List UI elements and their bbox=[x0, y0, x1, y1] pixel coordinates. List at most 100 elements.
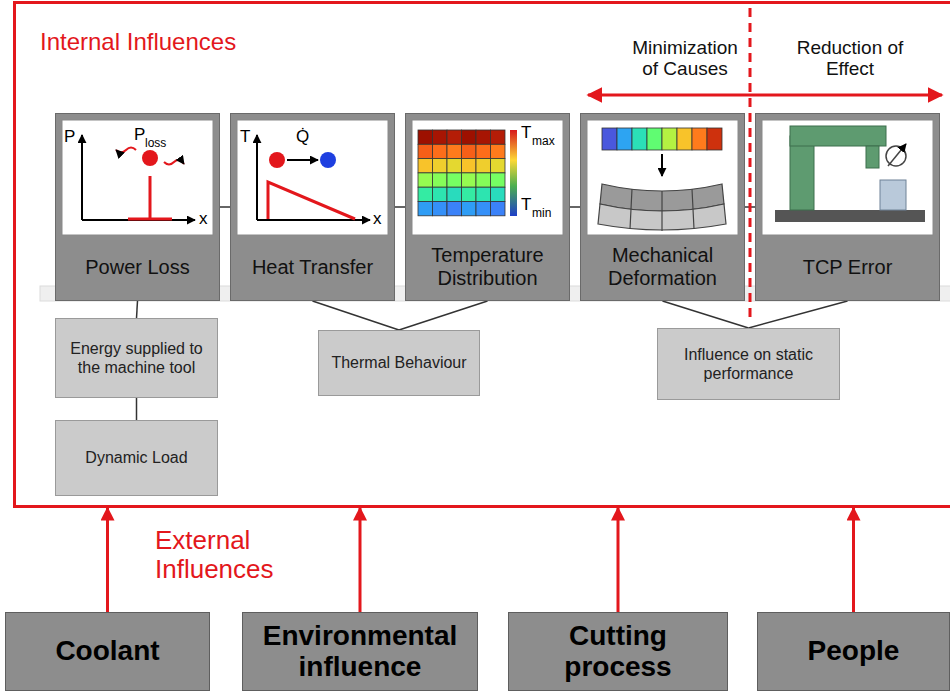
graphic-part bbox=[617, 128, 632, 150]
connector-line bbox=[749, 301, 848, 328]
connector-line bbox=[136, 398, 138, 420]
heat-transfer-icon bbox=[257, 135, 370, 220]
machine-tool-icon bbox=[775, 126, 925, 222]
influence-arrow bbox=[106, 508, 109, 612]
node-label: Coolant bbox=[55, 636, 159, 667]
graphic-part bbox=[647, 128, 662, 150]
axis-symbol: x bbox=[373, 210, 382, 229]
graphic-part bbox=[447, 159, 462, 173]
down-arrow bbox=[661, 154, 663, 176]
graphic-part bbox=[447, 202, 462, 216]
power-loss-icon bbox=[82, 135, 195, 220]
graphic-part bbox=[149, 176, 152, 219]
graphic-part bbox=[418, 187, 433, 201]
graphic-part bbox=[880, 180, 906, 210]
range-arrow bbox=[588, 94, 942, 97]
graphic-part bbox=[433, 144, 448, 158]
graphic-part bbox=[790, 126, 886, 146]
graphic-part bbox=[476, 202, 491, 216]
graphic-part bbox=[491, 187, 506, 201]
connector-line bbox=[137, 301, 138, 318]
graphic-part bbox=[491, 144, 506, 158]
graphic-part bbox=[433, 202, 448, 216]
graphic-part bbox=[462, 130, 477, 144]
graphic-part bbox=[762, 120, 933, 235]
connector-line bbox=[313, 301, 400, 330]
node-label: TCP Error bbox=[803, 256, 893, 279]
graphic-part bbox=[476, 130, 491, 144]
graphic-part bbox=[491, 173, 506, 187]
graphic-part bbox=[775, 210, 925, 222]
graphic-part bbox=[237, 120, 388, 235]
axis-symbol: x bbox=[199, 210, 208, 229]
external-factor-box: Environmental influence bbox=[242, 612, 478, 691]
axis-symbol: max bbox=[532, 135, 555, 148]
deformation-bar bbox=[602, 128, 722, 150]
connector-line bbox=[395, 206, 405, 208]
graphic-part bbox=[447, 187, 462, 201]
node-label: Dynamic Load bbox=[85, 448, 187, 467]
node-label: Mechanical Deformation bbox=[585, 244, 740, 290]
graphic-part bbox=[462, 144, 477, 158]
graphic-part bbox=[476, 173, 491, 187]
graphic-part bbox=[418, 144, 433, 158]
graphic-part bbox=[268, 182, 355, 219]
graphic-part bbox=[256, 135, 258, 220]
node-label: Power Loss bbox=[85, 256, 190, 279]
graphic-part bbox=[632, 128, 647, 150]
deformed-grid bbox=[598, 184, 726, 231]
graphic-part bbox=[320, 152, 336, 168]
axis-symbol: T bbox=[521, 124, 531, 143]
graphic-part bbox=[418, 202, 433, 216]
external-factor-box: People bbox=[757, 612, 950, 691]
temperature-grid bbox=[418, 130, 505, 216]
graphic-part bbox=[142, 150, 158, 166]
connector-line bbox=[220, 206, 230, 208]
graphic-part bbox=[662, 128, 677, 150]
node-label: Heat Transfer bbox=[252, 256, 373, 279]
graphic-part bbox=[433, 173, 448, 187]
node-label: People bbox=[808, 636, 900, 667]
graphic-part bbox=[287, 159, 318, 161]
node-label: Temperature Distribution bbox=[410, 244, 565, 290]
graphic-part bbox=[81, 135, 83, 220]
divider-line bbox=[749, 8, 752, 318]
graphic-part bbox=[62, 120, 213, 235]
graphic-part bbox=[692, 128, 707, 150]
graphic-part bbox=[587, 120, 738, 235]
graphic-part bbox=[476, 144, 491, 158]
category-box: Energy supplied to the machine tool bbox=[55, 318, 218, 398]
axis-symbol: T bbox=[521, 196, 531, 215]
graphic-part bbox=[602, 128, 617, 150]
connector-line bbox=[570, 206, 580, 208]
graphic-part bbox=[82, 219, 195, 221]
axis-symbol: T bbox=[240, 128, 250, 147]
node-label: Energy supplied to the machine tool bbox=[62, 339, 211, 377]
annotation-text: Minimization of Causes bbox=[625, 38, 745, 80]
graphic-part bbox=[630, 189, 694, 231]
category-box: Dynamic Load bbox=[55, 420, 218, 496]
graphic-part bbox=[491, 130, 506, 144]
node-label: Cutting process bbox=[515, 621, 721, 683]
category-box: Thermal Behaviour bbox=[318, 330, 480, 396]
graphic-part bbox=[462, 202, 477, 216]
connector-line bbox=[663, 301, 749, 328]
graphic-part bbox=[433, 187, 448, 201]
graphic-part bbox=[433, 159, 448, 173]
influence-arrow bbox=[852, 508, 855, 612]
graphic-part bbox=[476, 187, 491, 201]
graphic-part bbox=[412, 120, 563, 235]
axis-symbol: loss bbox=[145, 137, 166, 150]
node-label: Internal Influences bbox=[40, 28, 236, 56]
color-bar bbox=[510, 130, 517, 216]
connector-line bbox=[399, 301, 488, 330]
node-label: Influence on static performance bbox=[664, 345, 833, 383]
icon-frames bbox=[62, 120, 933, 235]
graphic-part bbox=[418, 159, 433, 173]
node-label: Environmental influence bbox=[249, 621, 471, 683]
influence-region: Power Loss Heat Transfer Temperature Distr… bbox=[13, 1, 950, 508]
graphic-part bbox=[491, 159, 506, 173]
graphic-part bbox=[433, 130, 448, 144]
graphic-part bbox=[462, 187, 477, 201]
graphic-part bbox=[116, 148, 136, 153]
